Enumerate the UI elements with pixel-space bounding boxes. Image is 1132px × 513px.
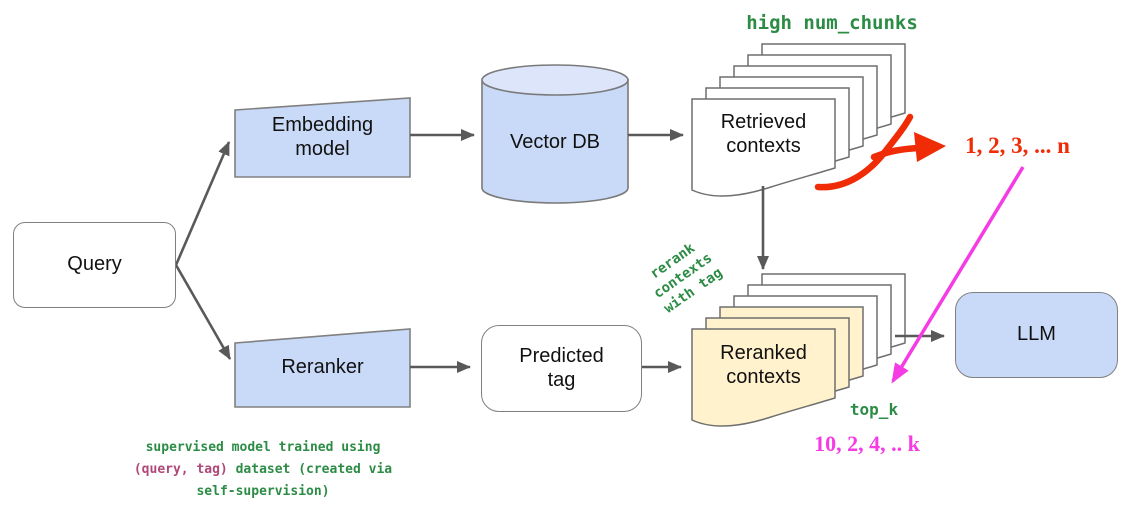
predicted-tag-node: Predicted tag: [481, 325, 642, 412]
llm-label: LLM: [1017, 323, 1056, 346]
reranker-training-caption: supervised model trained using (query, t…: [113, 437, 413, 503]
arrow-query-to-reranker: [174, 264, 232, 360]
caption-query-tag-highlight: (query, tag): [133, 462, 228, 477]
reranked-contexts-label: Reranked contexts: [720, 342, 807, 388]
caption-line-3: self-supervision): [196, 484, 330, 499]
red-rank-arrow: [814, 113, 946, 191]
caption-line-2: (query, tag) dataset (created via: [113, 459, 413, 481]
arrow-query-to-embedding: [174, 141, 231, 266]
query-label: Query: [67, 253, 122, 276]
vector-db-shape: [481, 64, 629, 204]
top-k-note: top_k: [849, 400, 899, 420]
llm-node: LLM: [955, 292, 1118, 378]
reranker-shape: [234, 328, 411, 408]
high-num-chunks-note: high num_chunks: [746, 11, 918, 34]
caption-line-1: supervised model trained using: [145, 440, 381, 455]
caption-line-2-rest: dataset (created via: [235, 462, 393, 477]
reranked-rank-sequence: 10, 2, 4, .. k: [814, 431, 920, 457]
retrieved-contexts-label: Retrieved contexts: [720, 111, 807, 157]
query-node: Query: [13, 222, 176, 308]
magenta-topk-arrow: [891, 166, 1025, 384]
predicted-tag-label: Predicted tag: [519, 344, 604, 391]
embedding-model-label: Embedding model: [271, 114, 374, 160]
embedding-model-shape: [234, 97, 411, 178]
connector-arrows: [174, 129, 945, 373]
reranker-label: Reranker: [281, 356, 364, 379]
vector-db-label: Vector DB: [509, 130, 601, 153]
retrieved-rank-sequence: 1, 2, 3, ... n: [965, 133, 1070, 159]
